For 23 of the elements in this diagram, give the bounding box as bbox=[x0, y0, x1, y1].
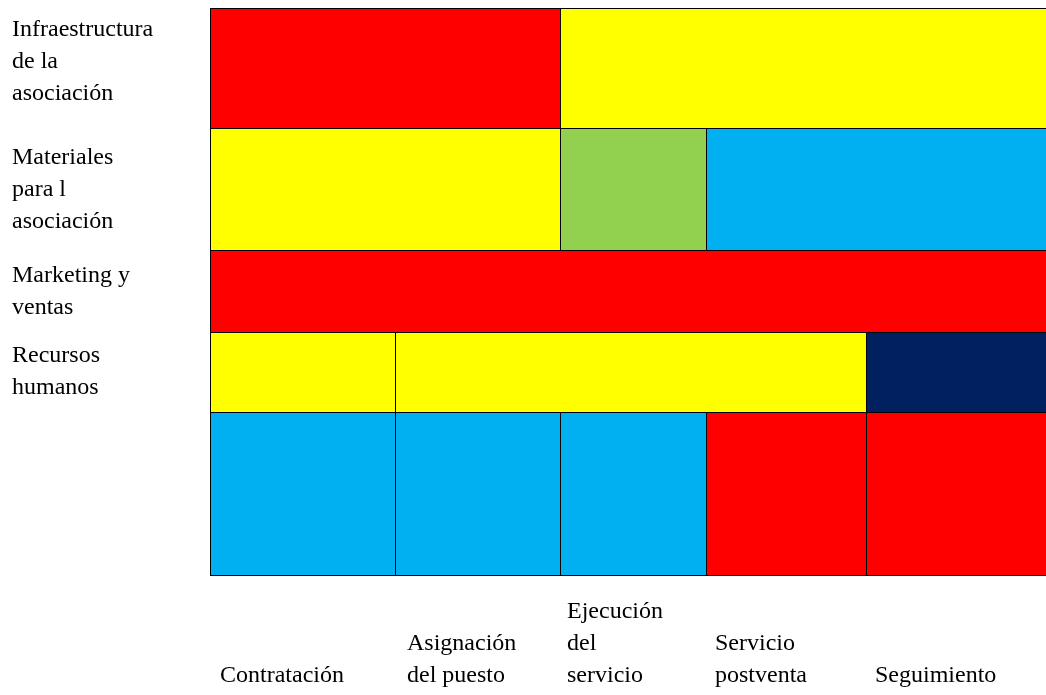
column-label: Ejecución del servicio bbox=[567, 596, 664, 689]
value-chain-cell bbox=[706, 412, 867, 576]
value-chain-cell bbox=[560, 128, 707, 251]
column-label: Asignación del puesto bbox=[407, 628, 518, 689]
value-chain-cell bbox=[866, 412, 1046, 576]
value-chain-cell bbox=[210, 8, 561, 129]
column-label: Servicio postventa bbox=[715, 628, 808, 689]
value-chain-cell bbox=[210, 332, 396, 413]
value-chain-cell bbox=[395, 412, 561, 576]
value-chain-cell bbox=[866, 332, 1046, 413]
value-chain-cell bbox=[210, 412, 396, 576]
value-chain-cell bbox=[395, 332, 867, 413]
row-label: Marketing y ventas bbox=[12, 260, 131, 321]
column-label: Contratación bbox=[220, 660, 345, 689]
value-chain-cell bbox=[210, 128, 561, 251]
column-label: Seguimiento bbox=[875, 660, 998, 689]
row-label: Recursos humanos bbox=[12, 340, 101, 401]
row-label: Infraestructura de la asociación bbox=[12, 14, 155, 107]
row-label: Materiales para l asociación bbox=[12, 142, 115, 235]
value-chain-cell bbox=[560, 412, 707, 576]
value-chain-cell bbox=[706, 128, 1046, 251]
value-chain-cell bbox=[560, 8, 1046, 129]
value-chain-cell bbox=[210, 250, 1046, 333]
